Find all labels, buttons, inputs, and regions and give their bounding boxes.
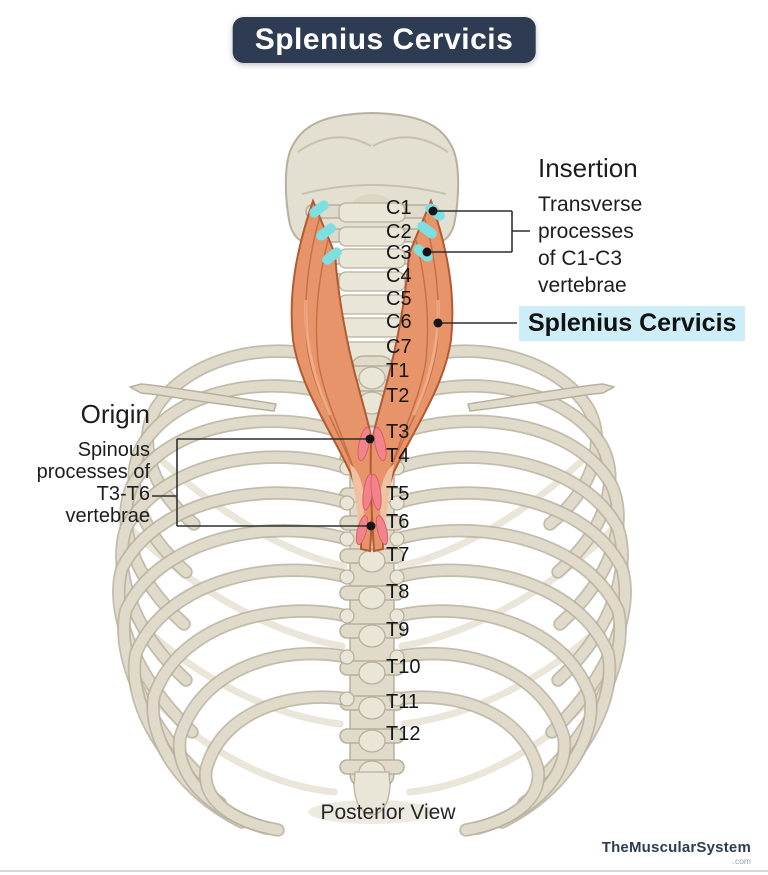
insertion-line: Transverse [538,193,643,216]
rib-head [389,531,405,547]
tendon-tip-cyan [322,247,342,265]
muscle-highlight [412,299,440,416]
rib [116,452,352,685]
rib-head [389,569,405,585]
rib-front-arc [128,526,346,650]
rib-head [339,531,355,547]
sacrum-hint [353,771,391,816]
cervical-vertebra-body [338,248,406,269]
cervical-vertebra-body [338,271,406,292]
origin-attachment-pink [370,473,382,511]
insertion-title: Insertion [538,153,638,183]
rib [392,380,615,577]
origin-line: vertebrae [65,505,151,527]
thoracic-spinous-process [358,696,386,720]
rib [392,346,602,529]
thoracic-spinous-process [358,366,386,390]
muscle-seam [386,239,429,481]
muscle-band-right [369,198,454,553]
origin-attachment-pink [355,514,369,546]
rib [142,346,352,529]
cervical-vertebra-body [338,317,406,338]
cervical-vertebra-body [338,226,406,247]
origin-callout: Origin Spinous processes of T3-T6 verteb… [37,399,150,527]
rib-head [389,691,405,707]
clavicle-right [467,383,615,412]
marker-dot-t6 [366,521,376,531]
marker-dot-muscle [433,318,443,328]
ribcage-right [389,344,632,837]
thoracic-spinous-process [358,624,386,648]
origin-line: Spinous [77,439,150,461]
rib-head [339,608,355,624]
muscle-seam [315,239,358,481]
insertion-callout: Insertion Transverse processes of C1-C3 … [538,153,642,299]
rib [200,692,352,835]
rib-head [339,569,355,585]
annotation-overlay [152,206,530,531]
tendon-tip-cyan [316,223,336,241]
thoracic-spinous-process [358,586,386,610]
origin-line: processes of [36,461,150,483]
muscle-band-left [290,198,375,553]
insertion-line: of C1-C3 [538,247,623,270]
view-caption: Posterior View [320,801,456,824]
rib [113,488,352,737]
rib [392,452,628,685]
watermark-text: TheMuscularSystem [601,839,751,856]
marker-dot-c1 [428,206,438,216]
rib [392,416,624,629]
thoracic-spinous-process [358,729,386,753]
watermark-tld: .com [732,856,751,866]
rib [129,380,352,577]
origin-line: T3-T6 [96,483,150,505]
origin-attachment-pink [373,426,387,462]
rib [392,692,544,835]
occipital-ridge [301,184,447,195]
cervical-vertebra-body [338,294,406,315]
cervical-vertebra-body [338,202,406,223]
watermark: TheMuscularSystem .com [602,840,751,869]
thoracic-spinous-process [358,549,386,573]
rib-head [339,649,355,665]
bottom-edge-line [0,870,768,872]
rib [392,488,631,737]
page-title: Splenius Cervicis [232,17,536,63]
marker-dot-c3 [422,247,432,257]
marker-dot-t3 [365,434,375,444]
ribcage-left [112,344,355,837]
rib-head [389,649,405,665]
insertion-line: vertebrae [538,274,627,297]
parietal-arc-left [297,136,372,153]
tendon-tip-cyan [417,221,437,239]
thoracic-spinous-process [358,661,386,685]
clavicle-left [129,383,277,412]
origin-attachment-pink [375,514,389,546]
muscle-name-label: Splenius Cervicis [519,306,746,341]
rib-head [389,495,405,511]
rib-head [339,495,355,511]
insertion-line: processes [538,220,634,243]
muscle-highlight [304,299,332,416]
rib-head [389,608,405,624]
rib [120,416,352,629]
parietal-arc-right [372,136,449,153]
origin-title: Origin [80,399,150,429]
splenius-cervicis-muscle-left [290,198,375,553]
rib-head [339,691,355,707]
tendon-tip-cyan [309,200,329,218]
rib-front-arc [398,526,616,650]
